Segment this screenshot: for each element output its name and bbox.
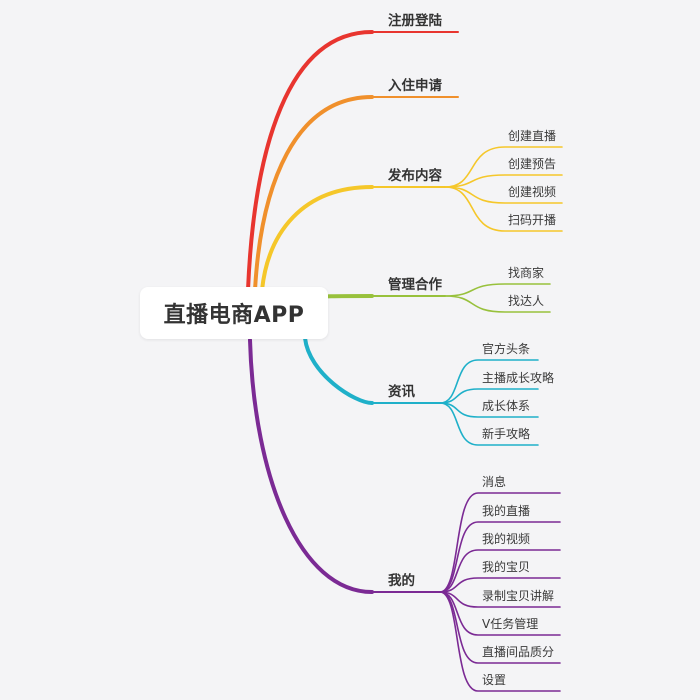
child-label-publish-2: 创建视频 [508,185,557,199]
child-label-mine-6: 直播间品质分 [482,645,555,659]
child-label-mine-7: 设置 [482,673,507,687]
child-label-news-0: 官方头条 [482,342,531,356]
root-node-box [140,287,328,339]
branch-curve-news [303,336,374,405]
branch-curve-register [246,30,374,292]
child-edge-publish-3 [444,186,563,232]
root-node-label: 直播电商APP [163,303,305,328]
branch-label-apply: 入住申请 [388,78,442,94]
branch-curve-apply [253,95,374,292]
child-label-manage-1: 找达人 [508,294,545,308]
child-edge-mine-7 [439,591,561,692]
child-label-news-1: 主播成长攻略 [482,371,555,385]
branch-label-news: 资讯 [388,384,415,400]
child-label-mine-2: 我的视频 [482,532,531,546]
child-edge-manage-0 [444,283,551,297]
branch-label-mine: 我的 [388,573,415,589]
child-label-news-2: 成长体系 [482,399,531,413]
branch-label-manage: 管理合作 [388,277,442,293]
child-edge-news-3 [439,402,539,446]
child-edge-news-0 [439,359,539,404]
branch-curve-publish [260,185,374,292]
branch-label-publish: 发布内容 [388,168,442,184]
child-label-mine-4: 录制宝贝讲解 [482,589,555,603]
child-label-publish-1: 创建预告 [508,157,557,171]
child-label-mine-5: V任务管理 [482,617,539,631]
child-edge-mine-1 [439,521,561,593]
branch-label-register: 注册登陆 [388,13,442,29]
child-label-mine-0: 消息 [482,475,507,489]
child-edge-publish-1 [444,174,563,188]
child-label-mine-1: 我的直播 [482,504,531,518]
child-label-publish-3: 扫码开播 [508,213,557,227]
child-edge-mine-3 [439,577,561,593]
child-edge-publish-0 [444,146,563,188]
child-edge-mine-2 [439,549,561,593]
child-edge-mine-0 [439,492,561,593]
child-edge-manage-1 [444,295,551,313]
child-label-publish-0: 创建直播 [508,129,557,143]
child-edge-publish-2 [444,186,563,204]
child-edge-news-1 [439,388,539,404]
branch-curve-mine [248,338,374,594]
child-label-news-3: 新手攻略 [482,427,531,441]
child-label-mine-3: 我的宝贝 [482,560,531,574]
child-label-manage-0: 找商家 [508,266,545,280]
